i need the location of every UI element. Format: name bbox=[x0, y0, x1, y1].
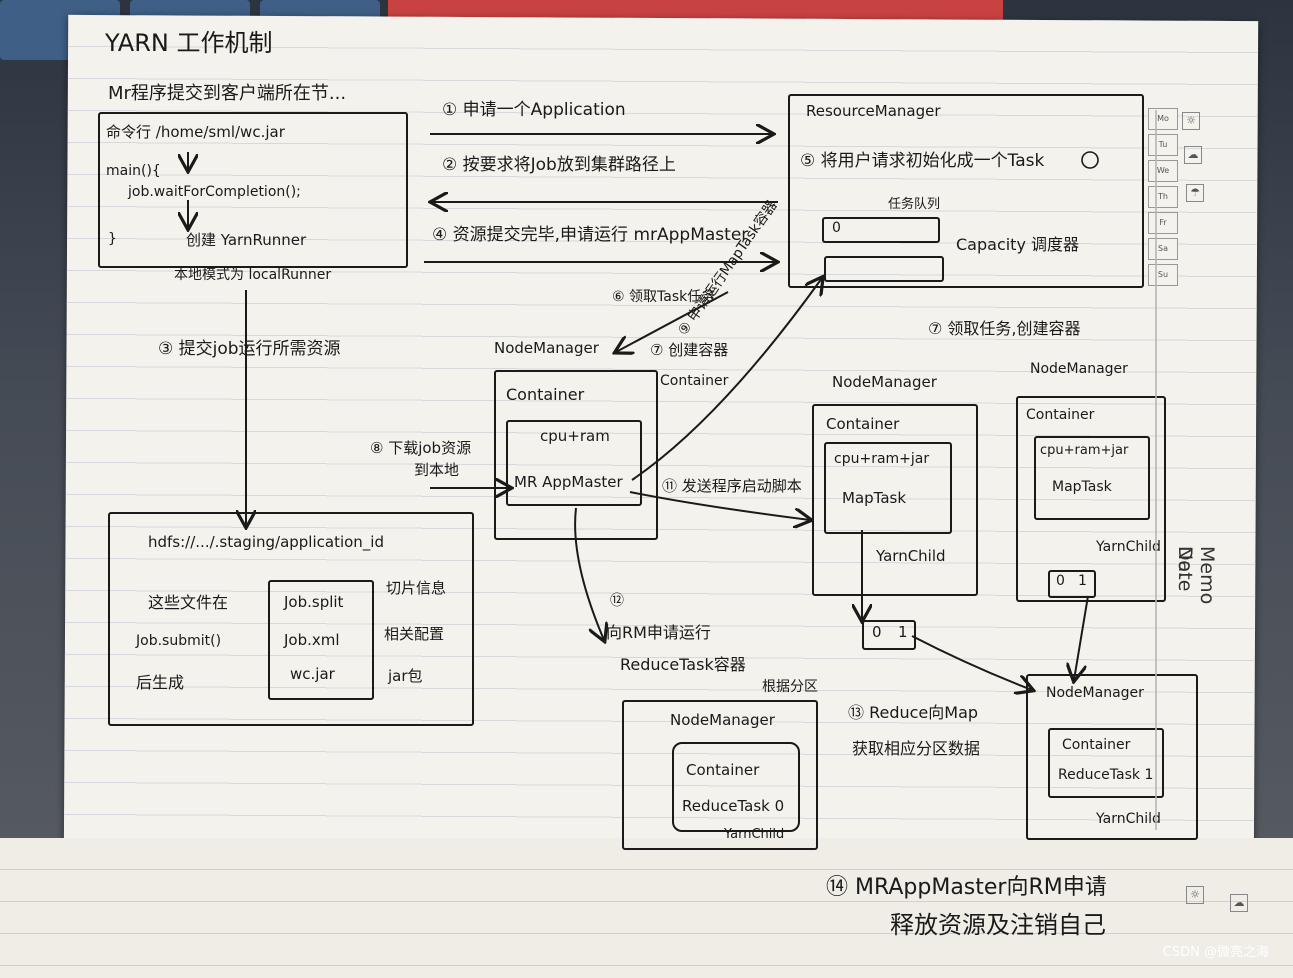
arrow-step-6 bbox=[616, 292, 728, 352]
arrow-step-9 bbox=[632, 278, 822, 480]
watermark: CSDN @微亮之海 bbox=[1163, 941, 1269, 960]
task-circle bbox=[1082, 152, 1098, 168]
arrow-map2-partition bbox=[1074, 596, 1088, 680]
arrow-partition-reduce1 bbox=[912, 636, 1032, 690]
arrow-step-11 bbox=[630, 492, 810, 520]
arrow-step-12 bbox=[575, 508, 604, 640]
